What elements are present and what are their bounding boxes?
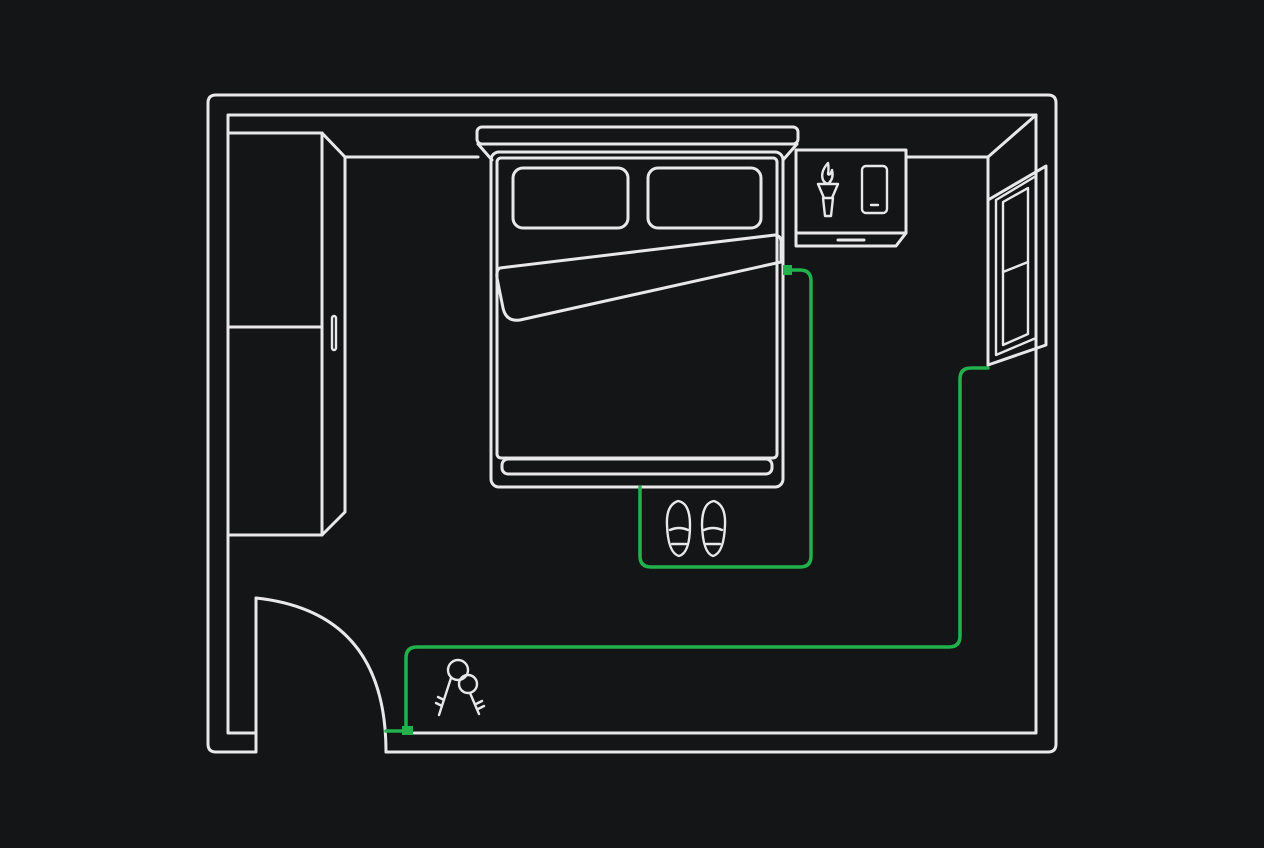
route-bed-loop xyxy=(638,268,813,569)
mattress xyxy=(495,156,779,460)
room-walls xyxy=(206,93,1058,754)
nightstand-body xyxy=(794,148,908,248)
headboard xyxy=(475,125,800,146)
wardrobe-body xyxy=(228,131,347,537)
window xyxy=(986,113,1048,367)
nightstand xyxy=(794,148,990,248)
blanket-fold xyxy=(495,233,783,322)
door xyxy=(254,596,388,754)
pillow-left xyxy=(511,166,630,230)
route-start-marker xyxy=(402,726,413,735)
wardrobe-handle xyxy=(330,314,338,352)
headboard-sides xyxy=(476,142,799,162)
inner-wall xyxy=(226,113,1038,735)
route-line xyxy=(384,366,990,733)
pillow-right xyxy=(646,166,763,230)
outer-wall xyxy=(206,93,1058,754)
lamp-icon xyxy=(816,161,840,218)
route-path xyxy=(384,265,990,735)
bed-frame xyxy=(489,150,785,489)
wardrobe xyxy=(228,131,480,537)
keys-icon xyxy=(434,658,486,717)
window-mullion xyxy=(1001,260,1030,274)
bed xyxy=(475,125,800,489)
window-frame-inner xyxy=(994,174,1038,357)
footboard xyxy=(500,457,774,476)
door-swing-arc xyxy=(254,596,388,754)
phone-icon xyxy=(860,164,889,215)
window-pane-inner xyxy=(1001,186,1030,347)
route-bed-marker xyxy=(783,265,792,275)
window-corner xyxy=(986,113,1038,367)
window-frame-outer xyxy=(986,164,1048,367)
shoes-icon xyxy=(665,499,727,558)
